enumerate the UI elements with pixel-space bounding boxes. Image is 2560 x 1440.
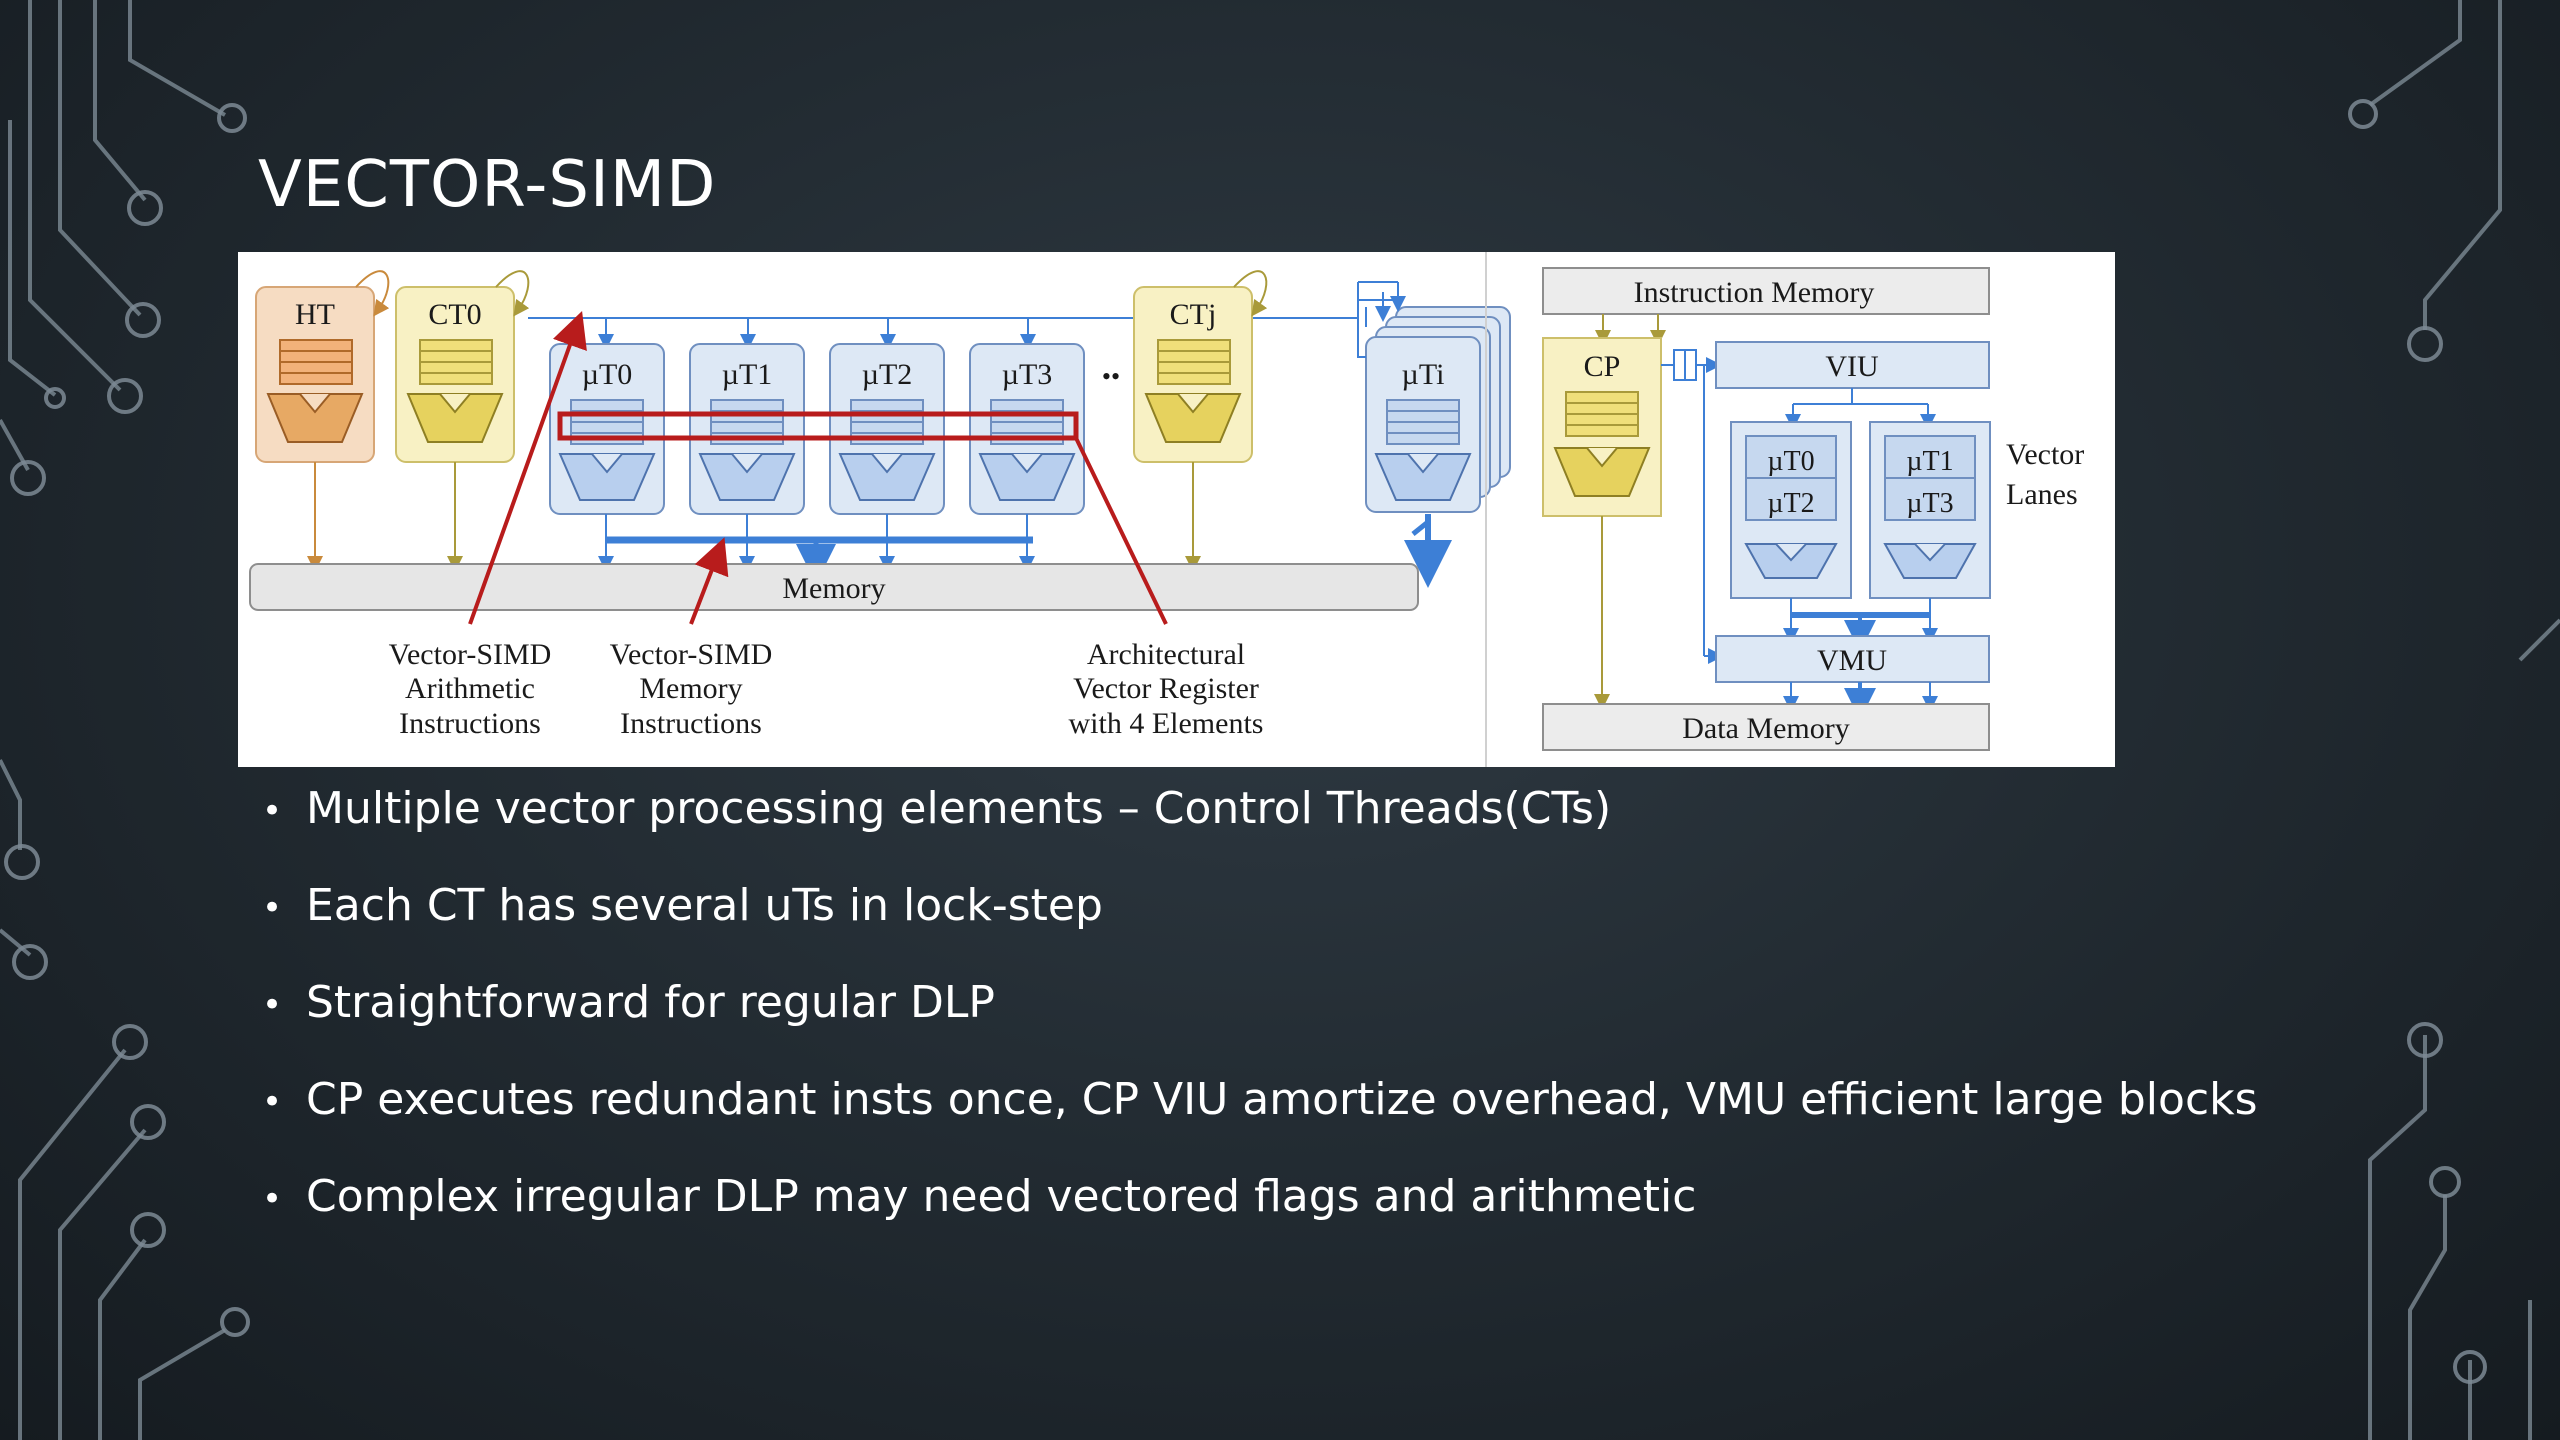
- ut2-block: µT2: [829, 343, 945, 515]
- bullet-text: CP executes redundant insts once, CP VIU…: [306, 1074, 2258, 1125]
- svg-text:µT2: µT2: [1767, 488, 1814, 519]
- svg-text:with 4 Elements: with 4 Elements: [1069, 707, 1264, 740]
- bullet-item: • CP executes redundant insts once, CP VI…: [258, 1071, 2358, 1168]
- ut0-label: µT0: [582, 358, 633, 391]
- svg-text:Architectural: Architectural: [1087, 638, 1245, 671]
- svg-text:Memory: Memory: [639, 672, 742, 705]
- svg-text:µT1: µT1: [1906, 446, 1953, 477]
- svg-text:µT3: µT3: [1906, 488, 1953, 519]
- circuit-decoration-right: [2348, 0, 2560, 1440]
- vmu-box: [1715, 635, 1990, 683]
- svg-text:Arithmetic: Arithmetic: [405, 672, 535, 705]
- ut3-label: µT3: [1002, 358, 1053, 391]
- ut0-block: µT0: [549, 343, 665, 515]
- ct0-block: CT0: [395, 286, 515, 463]
- vector-lane-b: µT1 µT3: [1869, 421, 1991, 599]
- svg-text:Vector-SIMD: Vector-SIMD: [389, 638, 552, 671]
- vector-simd-diagram: HT CT0: [238, 252, 2115, 767]
- instruction-memory-label: Instruction Memory: [1634, 276, 1875, 309]
- ellipsis: ••: [1102, 362, 1120, 391]
- bullet-item: • Multiple vector processing elements – C…: [258, 780, 2358, 877]
- svg-text:µT0: µT0: [1767, 446, 1814, 477]
- svg-text:Instructions: Instructions: [399, 707, 541, 740]
- circuit-decoration-left: [0, 0, 250, 1440]
- memory-bar: [249, 563, 1419, 611]
- ht-label: HT: [295, 298, 335, 331]
- cp-label: CP: [1584, 350, 1621, 383]
- bullet-dot-icon: •: [262, 1082, 283, 1122]
- bullet-text: Multiple vector processing elements – Co…: [306, 783, 1612, 834]
- cp-block: CP: [1542, 337, 1662, 517]
- data-memory-box: [1542, 703, 1990, 751]
- viu-label: VIU: [1825, 350, 1879, 383]
- bullet-list: • Multiple vector processing elements – C…: [258, 780, 2358, 1265]
- bullet-text: Complex irregular DLP may need vectored …: [306, 1171, 1697, 1222]
- svg-text:Instructions: Instructions: [620, 707, 762, 740]
- ut3-block: µT3: [969, 343, 1085, 515]
- ut1-block: µT1: [689, 343, 805, 515]
- bullet-dot-icon: •: [262, 888, 283, 928]
- bullet-dot-icon: •: [262, 791, 283, 831]
- ut1-label: µT1: [722, 358, 773, 391]
- ht-block: HT: [255, 286, 375, 463]
- uti-block: µTi: [1365, 306, 1511, 513]
- vector-register-highlight: [557, 411, 1079, 441]
- slide-title: VECTOR-SIMD: [258, 148, 717, 222]
- vector-lanes-label-2: Lanes: [2006, 478, 2078, 511]
- bullet-item: • Each CT has several uTs in lock-step: [258, 877, 2358, 974]
- bullet-item: • Complex irregular DLP may need vectored…: [258, 1168, 2358, 1265]
- vector-lane-a: µT0 µT2: [1730, 421, 1852, 599]
- annotation-vector-register: Architectural Vector Register with 4 Ele…: [1069, 638, 1264, 740]
- bullet-text: Straightforward for regular DLP: [306, 977, 995, 1028]
- instruction-memory-box: [1542, 267, 1990, 315]
- bullet-text: Each CT has several uTs in lock-step: [306, 880, 1103, 931]
- svg-text:Vector Register: Vector Register: [1073, 672, 1259, 705]
- memory-label: Memory: [782, 572, 885, 605]
- vector-lanes-label-1: Vector: [2006, 438, 2084, 471]
- bullet-dot-icon: •: [262, 1179, 283, 1219]
- ut2-label: µT2: [862, 358, 913, 391]
- ctj-block: CTj: [1133, 286, 1253, 463]
- ctj-label: CTj: [1170, 298, 1217, 331]
- vmu-label: VMU: [1817, 644, 1887, 677]
- uti-label: µTi: [1402, 358, 1445, 391]
- data-memory-label: Data Memory: [1682, 712, 1849, 745]
- ct0-label: CT0: [428, 298, 481, 331]
- svg-text:Vector-SIMD: Vector-SIMD: [610, 638, 773, 671]
- annotation-arithmetic: Vector-SIMD Arithmetic Instructions: [389, 638, 552, 740]
- bullet-dot-icon: •: [262, 985, 283, 1025]
- bullet-item: • Straightforward for regular DLP: [258, 974, 2358, 1071]
- annotation-memory: Vector-SIMD Memory Instructions: [610, 638, 773, 740]
